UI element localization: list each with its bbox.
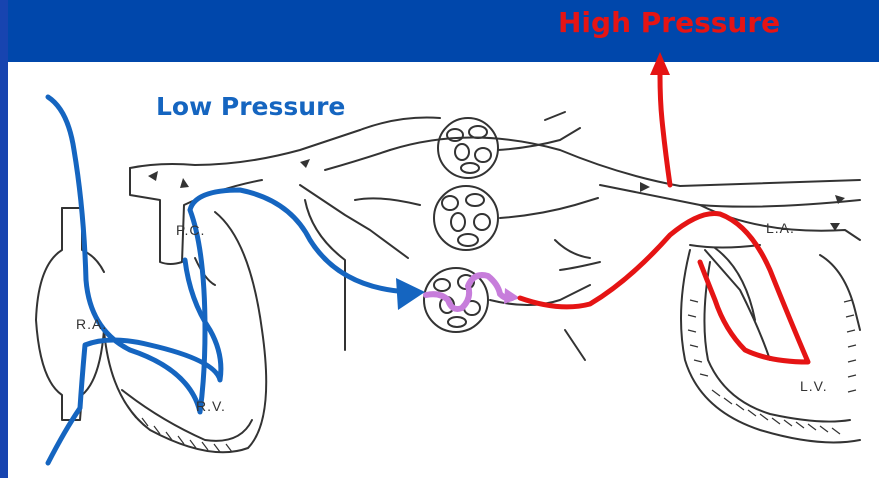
left-ventricle-label: L.V.	[800, 378, 828, 394]
high-pressure-line	[520, 213, 808, 362]
aorta-line	[660, 75, 670, 185]
low-pressure-inflow-line	[48, 97, 408, 412]
right-atrium-label: R.A.	[76, 316, 107, 332]
capillary-lobule-top	[438, 118, 498, 178]
pulmonary-conus-label: P.C.	[176, 222, 205, 238]
ventricle-wall-hatching	[130, 300, 856, 452]
high-pressure-label: High Pressure	[558, 6, 780, 39]
low-pressure-arrowhead	[396, 278, 425, 310]
high-pressure-arrowhead	[650, 52, 670, 75]
low-pressure-loop-line	[48, 260, 221, 463]
low-pressure-path	[48, 97, 408, 463]
low-pressure-label: Low Pressure	[156, 92, 345, 121]
right-ventricle-outline	[104, 212, 266, 452]
high-pressure-path	[520, 75, 808, 362]
right-ventricle-label: R.V.	[196, 398, 226, 414]
heart-anatomy-outline	[36, 112, 860, 452]
capillary-lobule-middle	[434, 186, 498, 250]
capillary-arrowhead	[504, 288, 520, 304]
left-atrium-label: L.A.	[766, 220, 795, 236]
